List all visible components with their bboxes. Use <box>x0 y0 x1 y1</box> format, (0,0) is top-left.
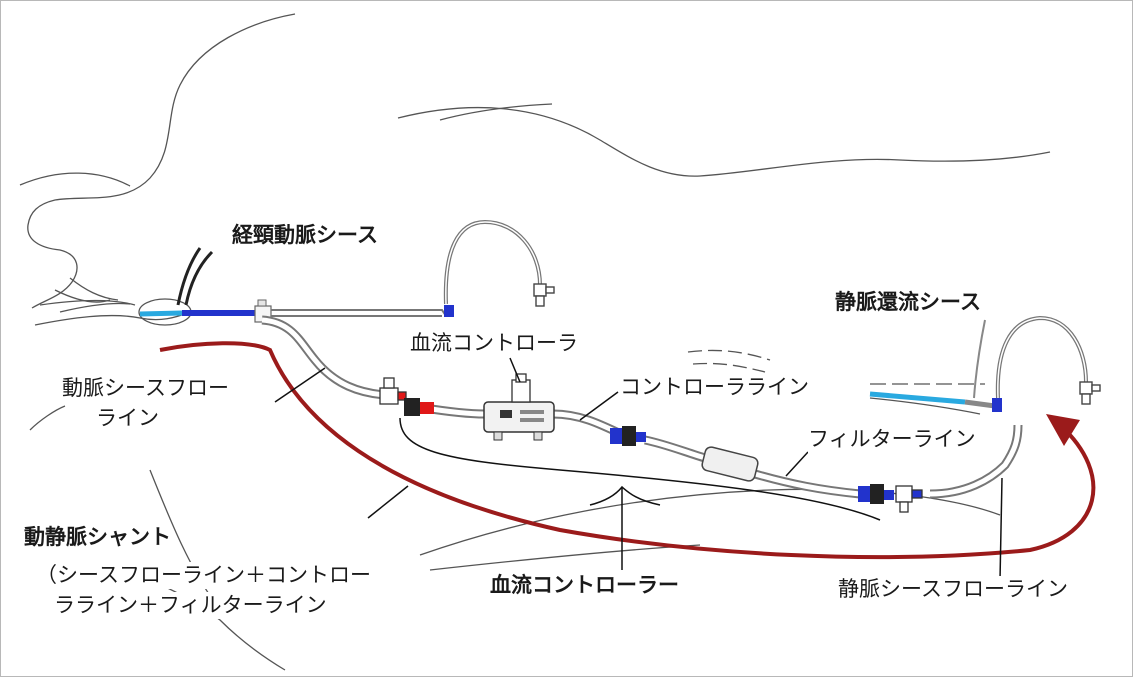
av-shunt-arrow <box>159 341 1096 560</box>
av-shunt-arrowhead <box>1046 414 1080 446</box>
carotid-branches <box>54 277 131 313</box>
label-arterial-flow-line-2: ライン <box>96 405 159 432</box>
arterial-flow-leader <box>274 367 326 403</box>
label-transcarotid-sheath: 経頸動脈シース <box>232 222 378 249</box>
sheath-blue-connector <box>444 305 454 317</box>
controller-bracket <box>399 417 881 521</box>
guidewire-1 <box>176 247 202 306</box>
neck-contour <box>19 172 131 187</box>
head-contour <box>27 13 296 309</box>
label-av-shunt-detail-2: ラライン＋フィルターライン <box>54 592 327 619</box>
clavicle-line <box>439 103 553 121</box>
controller-line-leader <box>579 391 619 421</box>
label-av-shunt-detail-1: （シースフローライン＋コントロー <box>36 562 371 589</box>
arterial-flow-line <box>261 315 386 400</box>
guidewire-2 <box>184 250 214 306</box>
venous-sheath-cyan <box>869 391 966 405</box>
shunt-leader <box>367 485 409 519</box>
label-arterial-flow-line-1: 動脈シースフロー <box>62 375 229 402</box>
carotid-artery-vessel <box>34 311 191 326</box>
label-flow-controller-group: 血流コントローラー <box>490 572 679 599</box>
label-flow-controller: 血流コントローラ <box>410 330 578 357</box>
av-shunt-arrow-path <box>159 341 1096 560</box>
transcarotid-sheath <box>139 219 555 323</box>
abdomen-line <box>419 488 1001 556</box>
bracket-peak <box>589 485 661 506</box>
venous-stopcock-icon <box>1079 381 1101 405</box>
stopcock-icon <box>533 283 555 307</box>
venous-sheath-gray <box>964 399 996 409</box>
connectors <box>379 373 923 513</box>
femoral-vessel <box>869 397 981 415</box>
venous-sheath-flush-line-inner <box>997 317 1087 399</box>
controller-leader <box>509 357 521 383</box>
venous-flow-leader <box>999 477 1003 581</box>
label-venous-return-sheath: 静脈還流シース <box>835 289 981 316</box>
chest-contour <box>397 106 1051 177</box>
venous-stopcock <box>895 485 923 513</box>
venous-side-line <box>973 319 986 399</box>
label-av-shunt: 動静脈シャント <box>24 524 171 551</box>
groin-dash-1 <box>687 349 771 361</box>
filter-line-tube-inner <box>644 437 861 497</box>
red-connector <box>404 398 434 416</box>
blue-connector-2 <box>858 484 894 504</box>
groin-dash-2 <box>692 362 766 373</box>
venous-sheath-flush-line <box>995 315 1088 399</box>
left-arm-line <box>29 405 66 431</box>
inline-filter <box>701 446 759 482</box>
venous-return-sheath <box>869 315 1101 412</box>
leg-line <box>429 544 701 571</box>
sheath-flush-line-inner <box>445 221 541 305</box>
annotation-lines <box>274 357 1003 581</box>
label-venous-sheath-flow-line: 静脈シースフローライン <box>838 576 1068 603</box>
label-filter-line: フィルターライン <box>808 426 976 453</box>
arterial-stopcock <box>379 377 407 405</box>
blue-connector-1 <box>610 426 646 446</box>
sheath-hub-cap <box>257 299 267 307</box>
flow-circuit <box>261 315 1023 499</box>
filter-line-leader <box>785 451 809 477</box>
sheath-cyan-tip <box>139 310 183 317</box>
patient-outline <box>19 13 1051 671</box>
flow-controller-device <box>483 373 555 441</box>
arterial-flow-line-inner <box>261 317 386 398</box>
label-controller-line: コントローラライン <box>620 374 809 401</box>
venous-sheath-hub <box>992 398 1002 412</box>
venous-flow-line-tube-inner <box>929 424 1021 497</box>
